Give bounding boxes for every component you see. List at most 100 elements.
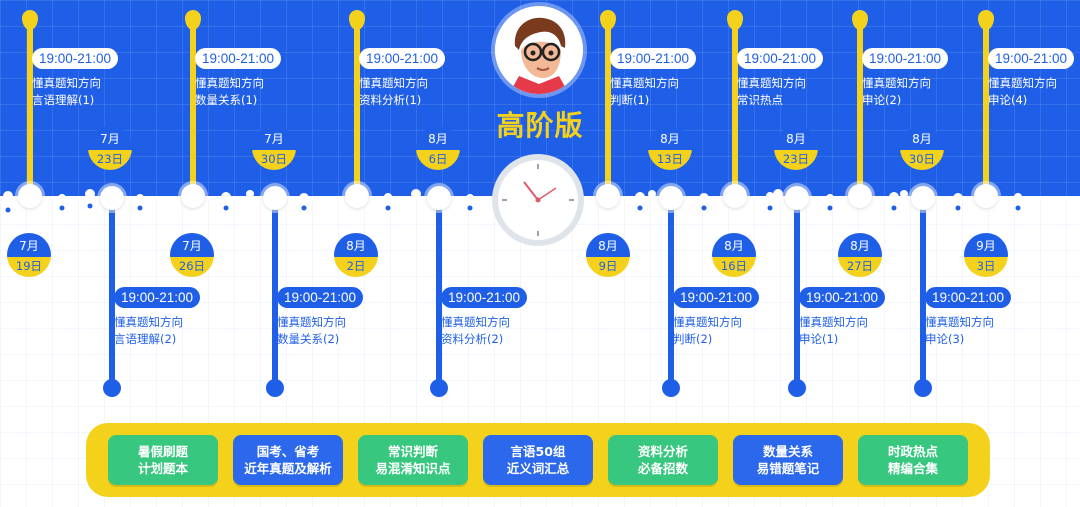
session-subject: 资料分析(1)	[359, 93, 422, 107]
date-day: 13日	[648, 150, 692, 170]
timeline-node	[181, 184, 205, 208]
session-description: 懂真题知方向申论(4)	[988, 75, 1057, 109]
date-month: 8月	[416, 126, 460, 150]
session-time: 19:00-21:00	[114, 287, 201, 308]
timeline-node	[974, 184, 998, 208]
date-day: 26日	[170, 257, 214, 277]
date-month: 7月	[7, 233, 51, 257]
date-day: 3日	[964, 257, 1008, 277]
session-description: 懂真题知方向数量关系(2)	[277, 314, 346, 348]
edition-title: 高阶版	[496, 109, 584, 142]
session-description: 懂真题知方向申论(2)	[862, 75, 931, 109]
session-subject: 数量关系(1)	[195, 93, 258, 107]
session-subject: 申论(4)	[988, 93, 1028, 107]
session-topic: 懂真题知方向	[925, 315, 994, 329]
session-stem	[978, 10, 994, 192]
date-day: 23日	[774, 150, 818, 170]
date-day: 30日	[252, 150, 296, 170]
session-description: 懂真题知方向资料分析(1)	[359, 75, 428, 109]
session-subject: 申论(3)	[925, 332, 965, 346]
session-topic: 懂真题知方向	[673, 315, 742, 329]
session-description: 懂真题知方向判断(2)	[673, 314, 742, 348]
session-topic: 懂真题知方向	[610, 76, 679, 90]
book-button[interactable]: 资料分析必备招数	[608, 435, 718, 485]
session-subject: 言语理解(2)	[114, 332, 177, 346]
session-description: 懂真题知方向判断(1)	[610, 75, 679, 109]
book-subtitle: 易混淆知识点	[375, 461, 451, 476]
book-button[interactable]: 常识判断易混淆知识点	[358, 435, 468, 485]
session-subject: 常识热点	[737, 93, 783, 107]
session-topic: 懂真题知方向	[32, 76, 101, 90]
timeline-node	[659, 186, 683, 210]
session-stem	[185, 10, 201, 192]
session-stem	[22, 10, 38, 192]
book-subtitle: 精编合集	[887, 461, 938, 476]
session-stem	[914, 205, 932, 397]
book-subtitle: 近义词汇总	[506, 461, 570, 476]
session-subject: 判断(2)	[673, 332, 713, 346]
date-day: 19日	[7, 257, 51, 277]
date-day: 9日	[586, 257, 630, 277]
session-topic: 懂真题知方向	[737, 76, 806, 90]
session-time: 19:00-21:00	[441, 287, 528, 308]
session-topic: 懂真题知方向	[862, 76, 931, 90]
session-topic: 懂真题知方向	[277, 315, 346, 329]
session-stem	[430, 205, 448, 397]
session-stem	[727, 10, 743, 192]
book-button[interactable]: 数量关系易错题笔记	[733, 435, 843, 485]
teacher-avatar	[495, 6, 583, 94]
session-time: 19:00-21:00	[799, 287, 886, 308]
session-time: 19:00-21:00	[277, 287, 364, 308]
session-subject: 数量关系(2)	[277, 332, 340, 346]
session-description: 懂真题知方向申论(1)	[799, 314, 868, 348]
date-month: 7月	[252, 126, 296, 150]
timeline-node	[427, 186, 451, 210]
timeline-node	[100, 186, 124, 210]
timeline-node	[785, 186, 809, 210]
session-topic: 懂真题知方向	[799, 315, 868, 329]
session-stem	[600, 10, 616, 192]
book-title: 资料分析	[637, 444, 688, 459]
session-time: 19:00-21:00	[862, 48, 949, 69]
date-month: 8月	[648, 126, 692, 150]
session-subject: 言语理解(1)	[32, 93, 95, 107]
session-time: 19:00-21:00	[359, 48, 446, 69]
book-button[interactable]: 时政热点精编合集	[858, 435, 968, 485]
book-button[interactable]: 国考、省考近年真题及解析	[233, 435, 343, 485]
session-time: 19:00-21:00	[195, 48, 282, 69]
book-title: 国考、省考	[256, 444, 320, 459]
session-description: 懂真题知方向言语理解(2)	[114, 314, 183, 348]
session-topic: 懂真题知方向	[441, 315, 510, 329]
cartoon-face-icon	[495, 6, 583, 94]
session-subject: 申论(2)	[862, 93, 902, 107]
book-button[interactable]: 暑假刷题计划题本	[108, 435, 218, 485]
date-day: 27日	[838, 257, 882, 277]
session-description: 懂真题知方向常识热点	[737, 75, 806, 109]
clock-icon	[490, 152, 586, 248]
date-day: 23日	[88, 150, 132, 170]
book-subtitle: 易错题笔记	[756, 461, 820, 476]
date-day: 2日	[334, 257, 378, 277]
timeline-node	[263, 186, 287, 210]
session-stem	[349, 10, 365, 192]
book-title: 言语50组	[510, 444, 566, 459]
date-month: 8月	[900, 126, 944, 150]
timeline-node	[723, 184, 747, 208]
session-description: 懂真题知方向言语理解(1)	[32, 75, 101, 109]
session-description: 懂真题知方向数量关系(1)	[195, 75, 264, 109]
session-stem	[103, 205, 121, 397]
book-button[interactable]: 言语50组近义词汇总	[483, 435, 593, 485]
session-description: 懂真题知方向资料分析(2)	[441, 314, 510, 348]
book-title: 暑假刷题	[137, 444, 188, 459]
